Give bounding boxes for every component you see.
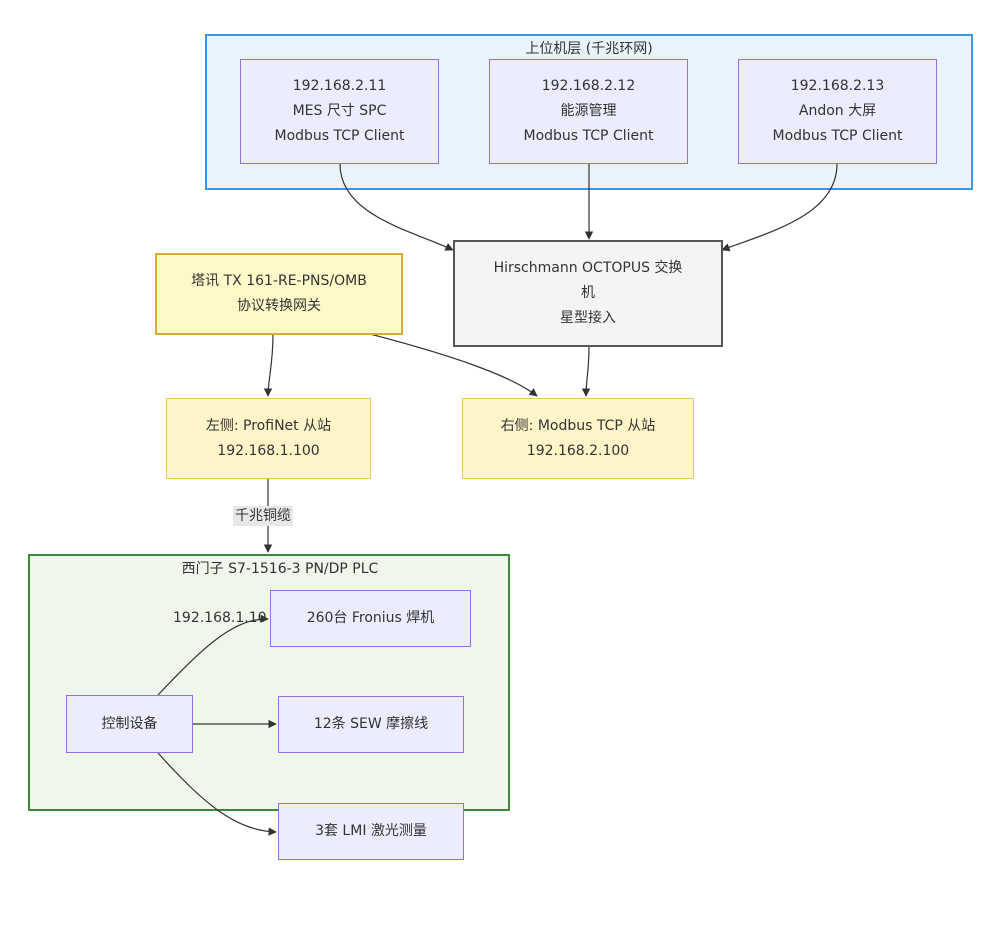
edge-mes-to-switch <box>339 163 454 251</box>
mes-spc-node: 192.168.2.11 MES 尺寸 SPC Modbus TCP Clien… <box>240 59 439 164</box>
control-label: 控制设备 <box>101 715 158 732</box>
edge-gateway-to-right-slave <box>369 333 538 397</box>
friction-lines-node: 12条 SEW 摩擦线 <box>278 696 464 753</box>
control-equipment-node: 控制设备 <box>66 695 193 753</box>
plc-title: 西门子 S7-1516-3 PN/DP PLC <box>181 561 379 577</box>
edge-gateway-to-left-slave <box>263 333 274 397</box>
edge-switch-to-right-slave <box>581 345 591 397</box>
laser-measure-node: 3套 LMI 激光测量 <box>278 803 464 860</box>
andon-protocol: Modbus TCP Client <box>772 128 903 144</box>
right-modbus-slave-node: 右侧: Modbus TCP 从站 192.168.2.100 <box>462 398 694 479</box>
right-slave-ip: 192.168.2.100 <box>526 442 630 459</box>
andon-ip: 192.168.2.13 <box>790 78 885 94</box>
mes-ip: 192.168.2.11 <box>292 78 387 94</box>
gateway-model: 塔讯 TX 161-RE-PNS/OMB <box>191 273 367 289</box>
upper-layer-title: 上位机层 (千兆环网) <box>525 41 653 57</box>
andon-name: Andon 大屏 <box>798 103 877 119</box>
welders-label: 260台 Fronius 焊机 <box>306 610 435 626</box>
edge-control-to-welders <box>157 614 269 696</box>
friction-label: 12条 SEW 摩擦线 <box>313 716 429 732</box>
edge-control-to-laser <box>157 752 277 836</box>
energy-ip: 192.168.2.12 <box>541 78 636 94</box>
plc-ip: 192.168.1.10 <box>173 610 267 626</box>
left-slave-ip: 192.168.1.100 <box>217 442 320 459</box>
switch-line-1: Hirschmann OCTOPUS 交换 <box>493 260 683 276</box>
mes-name: MES 尺寸 SPC <box>292 103 387 119</box>
right-slave-name: 右侧: Modbus TCP 从站 <box>500 417 656 434</box>
plc-group: 西门子 S7-1516-3 PN/DP PLC 192.168.1.10 <box>28 554 510 811</box>
switch-line-3: 星型接入 <box>560 310 616 326</box>
mes-protocol: Modbus TCP Client <box>274 128 405 144</box>
andon-screen-node: 192.168.2.13 Andon 大屏 Modbus TCP Client <box>738 59 937 164</box>
energy-protocol: Modbus TCP Client <box>523 128 654 144</box>
copper-cable-label: 千兆铜缆 <box>233 506 293 526</box>
energy-name: 能源管理 <box>560 103 617 119</box>
left-profinet-slave-node: 左侧: ProfiNet 从站 192.168.1.100 <box>166 398 371 479</box>
edge-andon-to-switch <box>721 163 838 252</box>
switch-node: Hirschmann OCTOPUS 交换 机 星型接入 <box>453 240 723 347</box>
left-slave-name: 左侧: ProfiNet 从站 <box>205 417 332 434</box>
energy-mgmt-node: 192.168.2.12 能源管理 Modbus TCP Client <box>489 59 688 164</box>
switch-line-2: 机 <box>581 285 595 301</box>
laser-label: 3套 LMI 激光测量 <box>315 823 427 839</box>
gateway-node: 塔讯 TX 161-RE-PNS/OMB 协议转换网关 <box>155 253 403 335</box>
gateway-desc: 协议转换网关 <box>237 298 321 314</box>
welders-node: 260台 Fronius 焊机 <box>270 590 471 647</box>
